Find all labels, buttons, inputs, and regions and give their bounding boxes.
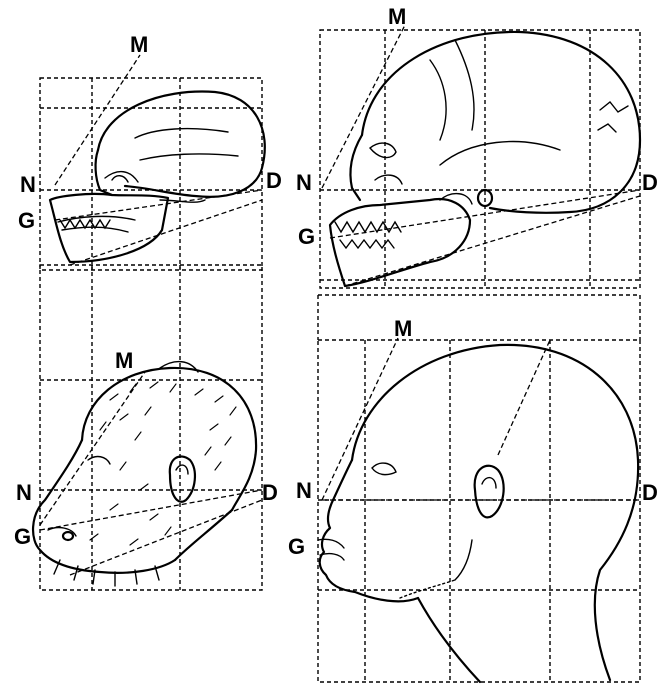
- ape-head-label-m: M: [115, 348, 133, 373]
- ape-skull-nm-line: [55, 55, 140, 185]
- human-head-panel: M N D G: [288, 295, 658, 682]
- human-skull-label-d: D: [642, 170, 658, 195]
- human-head-label-d: D: [642, 480, 658, 505]
- ape-skull-drawing: [50, 92, 265, 262]
- human-head-nm-line: [322, 338, 398, 500]
- human-skull-label-n: N: [296, 170, 312, 195]
- ape-head-ear: [170, 456, 195, 501]
- human-head-label-g: G: [288, 534, 305, 559]
- human-head-mid-line: [498, 340, 550, 455]
- human-skull-nm-line: [322, 25, 405, 188]
- ape-head-gd-line: [40, 490, 262, 530]
- ape-skull-label-n: N: [20, 172, 36, 197]
- human-head-ear: [475, 466, 504, 518]
- human-head-label-n: N: [296, 478, 312, 503]
- ape-head-label-n: N: [16, 480, 32, 505]
- ape-skull-label-m: M: [130, 32, 148, 57]
- ape-skull-label-g: G: [18, 208, 35, 233]
- ape-head-grid: [40, 265, 262, 590]
- human-head-drawing: [318, 345, 638, 682]
- ape-skull-label-d: D: [266, 168, 282, 193]
- ape-head-label-g: G: [14, 524, 31, 549]
- ape-head-drawing: [33, 362, 256, 586]
- human-skull-label-m: M: [388, 4, 406, 29]
- human-head-label-m: M: [394, 316, 412, 341]
- human-skull-grid: [320, 30, 640, 288]
- human-skull-panel: M N D G: [296, 4, 658, 288]
- ape-head-label-d: D: [262, 480, 278, 505]
- human-skull-label-g: G: [298, 224, 315, 249]
- human-head-grid: [318, 295, 640, 682]
- ape-skull-panel: M N D G: [18, 32, 282, 270]
- ape-head-panel: M N D G: [14, 265, 278, 590]
